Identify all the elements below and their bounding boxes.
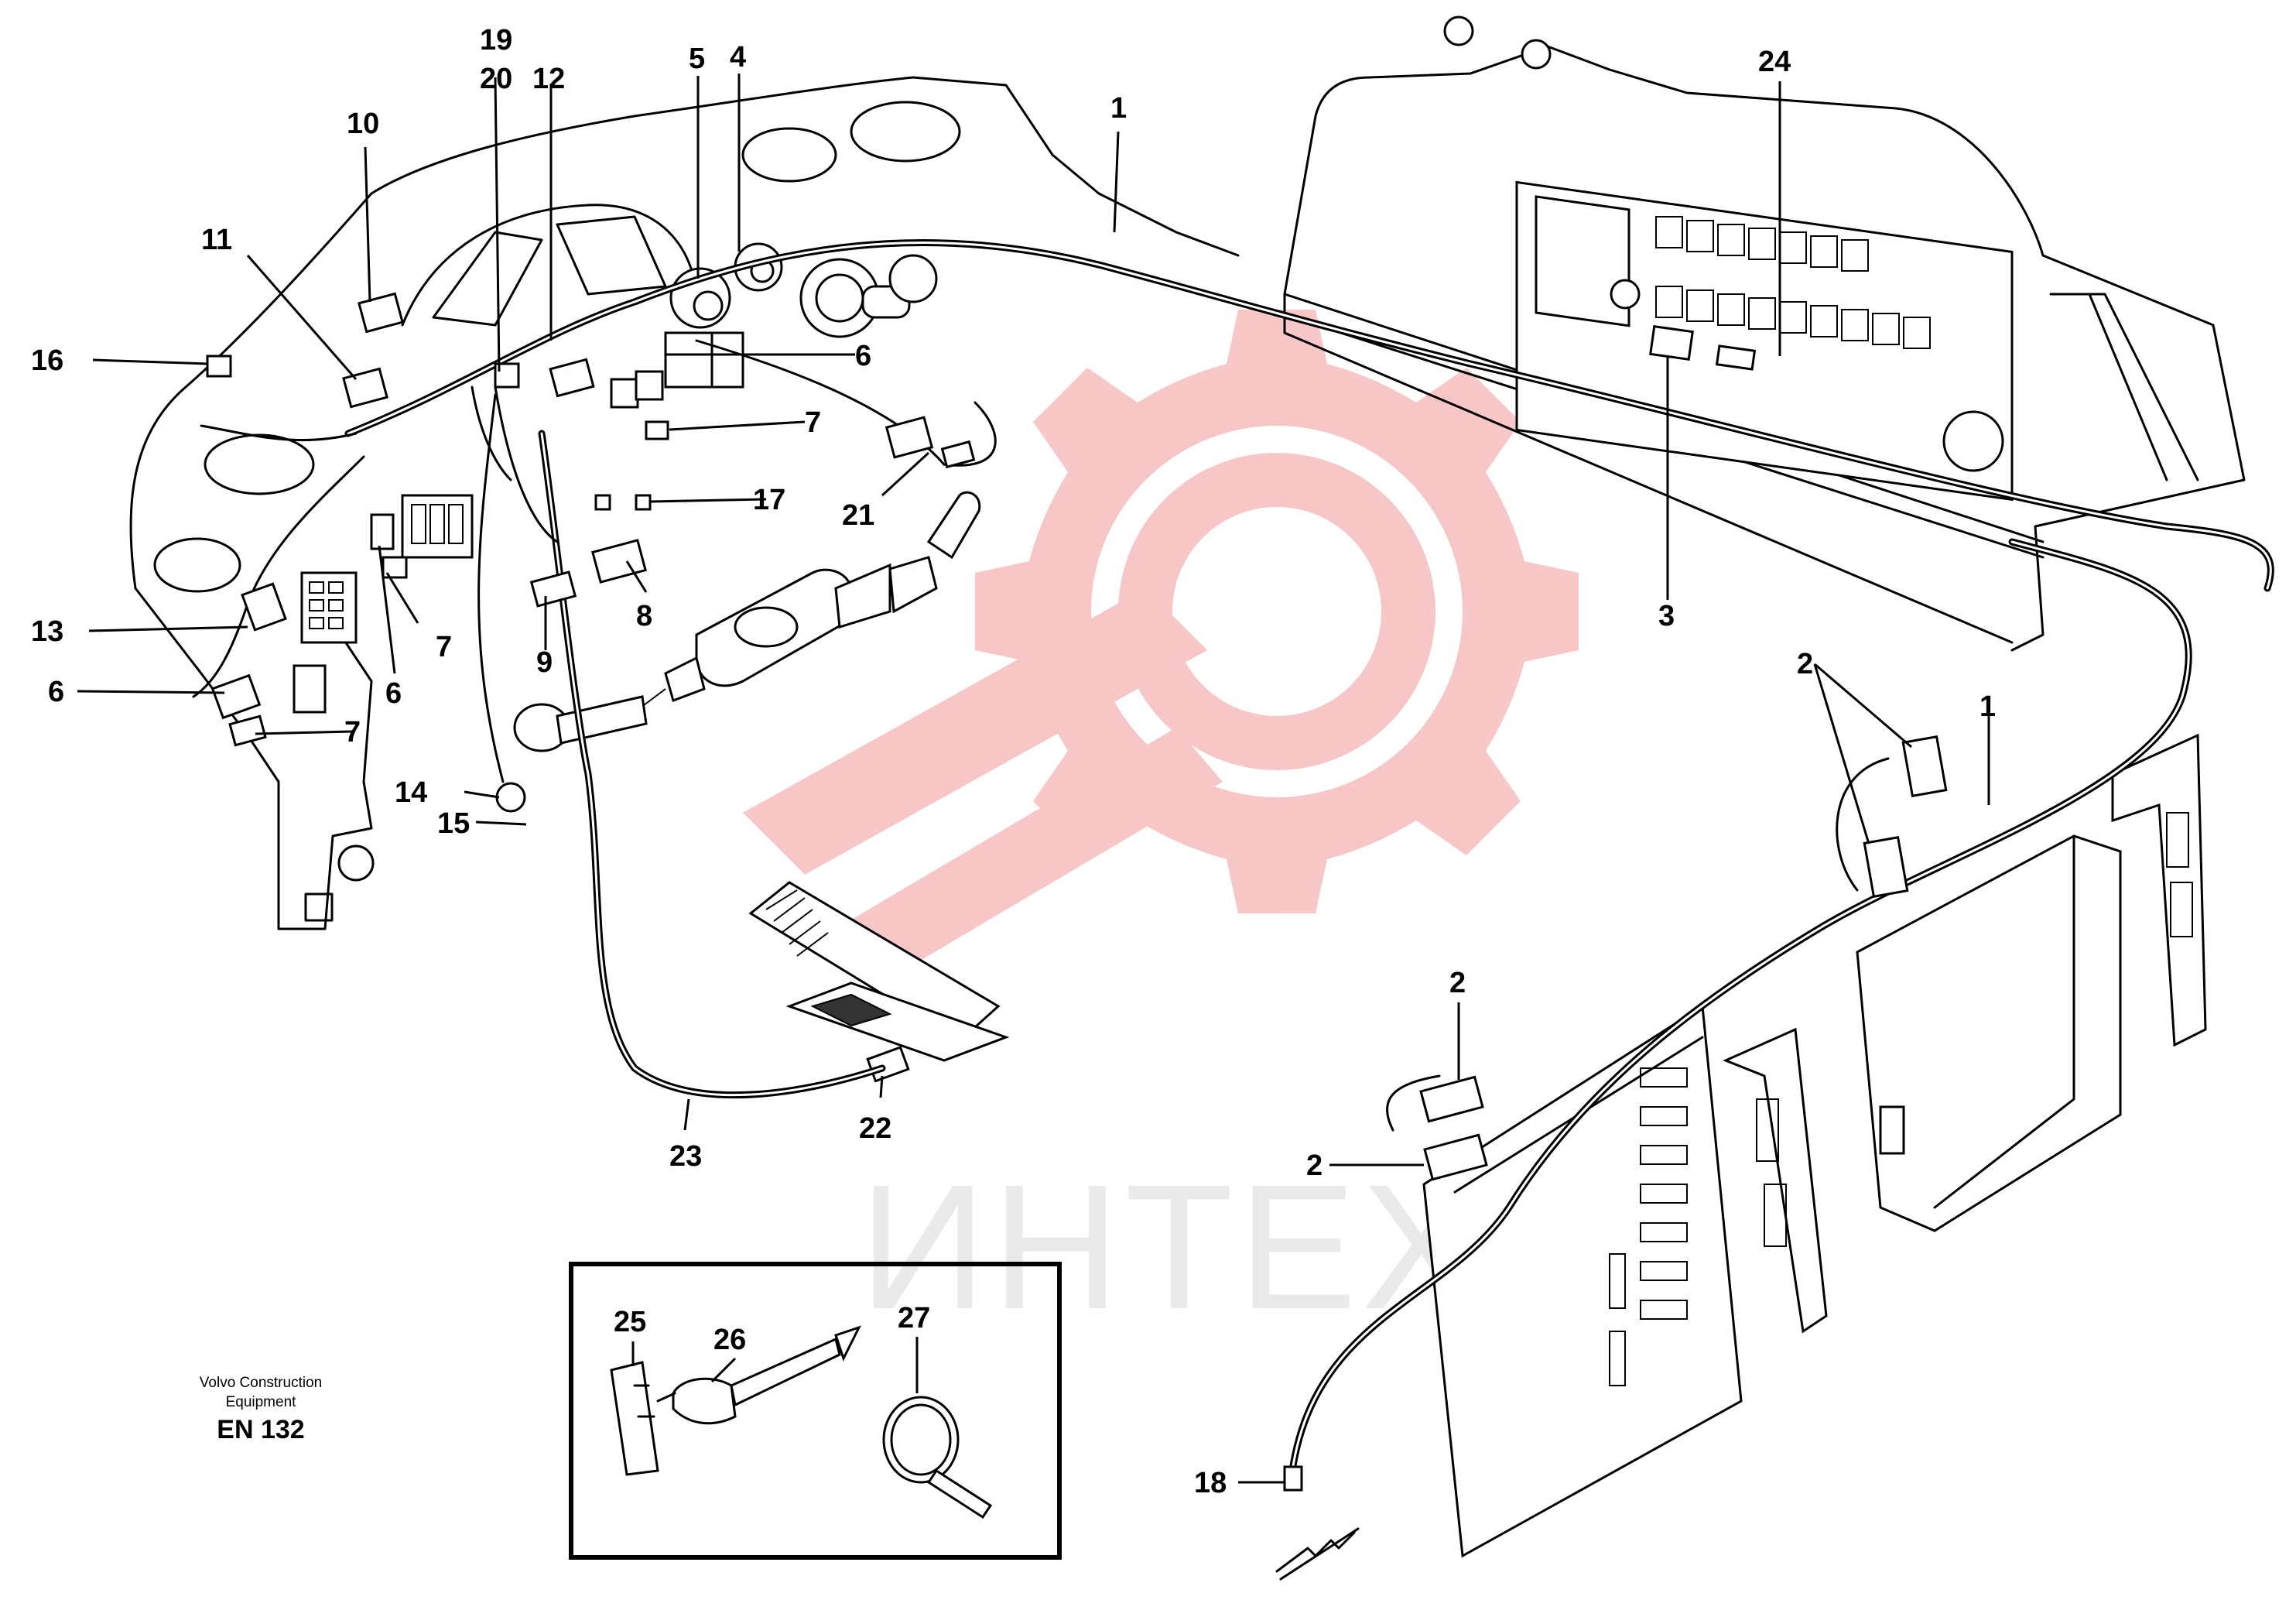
watermark-gear-logo	[743, 310, 1579, 983]
cable-clamp-26	[656, 1325, 861, 1425]
callout-8: 8	[636, 600, 652, 632]
control-unit-box	[1856, 834, 2122, 1232]
callout-2c: 2	[1306, 1149, 1323, 1182]
callout-22: 22	[859, 1112, 891, 1145]
callout-labels: 19 20 12 5 4 1 24 10 11 16 6 7 17 21 3 1…	[31, 24, 1996, 1499]
callout-14: 14	[395, 776, 427, 809]
callout-23: 23	[669, 1140, 702, 1173]
callout-27: 27	[898, 1302, 930, 1334]
callout-1b: 1	[1979, 690, 1996, 723]
accessory-kit-box	[569, 1262, 1062, 1560]
callout-13: 13	[31, 615, 63, 648]
callout-12: 12	[532, 63, 565, 95]
callout-26: 26	[713, 1324, 746, 1356]
callout-2a: 2	[1797, 648, 1813, 680]
ignition-switch	[799, 254, 938, 338]
publisher-footer: Volvo Construction Equipment EN 132	[200, 1375, 322, 1444]
dashboard-panel	[129, 76, 1240, 930]
callout-16: 16	[31, 344, 63, 377]
callout-24: 24	[1758, 46, 1791, 78]
connectors	[206, 292, 1948, 1581]
cable-clip-25	[610, 1361, 659, 1476]
cable-tie-27	[882, 1396, 993, 1519]
callout-2b: 2	[1449, 967, 1466, 999]
callout-9: 9	[536, 646, 553, 679]
callout-4: 4	[730, 41, 746, 74]
callout-20: 20	[480, 63, 512, 95]
steering-column-lever	[513, 491, 981, 752]
footer-figure-code: EN 132	[217, 1415, 304, 1444]
callout-15: 15	[437, 807, 470, 840]
panel-switch-grid	[1655, 216, 1931, 349]
footer-company-line2: Equipment	[226, 1394, 297, 1410]
accelerator-pedal	[748, 881, 1010, 1083]
watermark-text: ИНТЕХ	[859, 1147, 1485, 1346]
cable-harness	[192, 238, 2274, 1475]
callout-21: 21	[842, 499, 874, 532]
callout-25: 25	[614, 1306, 646, 1338]
callout-7a: 7	[805, 406, 821, 439]
callout-3: 3	[1658, 600, 1675, 632]
footer-company-line1: Volvo Construction	[200, 1375, 322, 1391]
mounting-bracket-middle	[1723, 1027, 1828, 1334]
callout-11: 11	[201, 224, 232, 256]
callout-6a: 6	[855, 340, 871, 372]
circuit-board	[1422, 1004, 1743, 1558]
callout-1a: 1	[1110, 92, 1127, 125]
callout-18: 18	[1194, 1467, 1227, 1499]
callout-5: 5	[689, 43, 705, 75]
callout-6b: 6	[385, 677, 402, 710]
callout-17: 17	[753, 484, 785, 516]
callout-7c: 7	[344, 716, 361, 749]
callout-19: 19	[480, 24, 512, 57]
callout-10: 10	[347, 108, 379, 140]
control-panel	[1283, 15, 2246, 652]
callout-7b: 7	[436, 631, 452, 663]
callout-6c: 6	[48, 676, 64, 708]
leader-lines	[77, 74, 1990, 1484]
mounting-bracket-right	[2111, 733, 2207, 1047]
watermark: ИНТЕХ	[743, 310, 1579, 1346]
